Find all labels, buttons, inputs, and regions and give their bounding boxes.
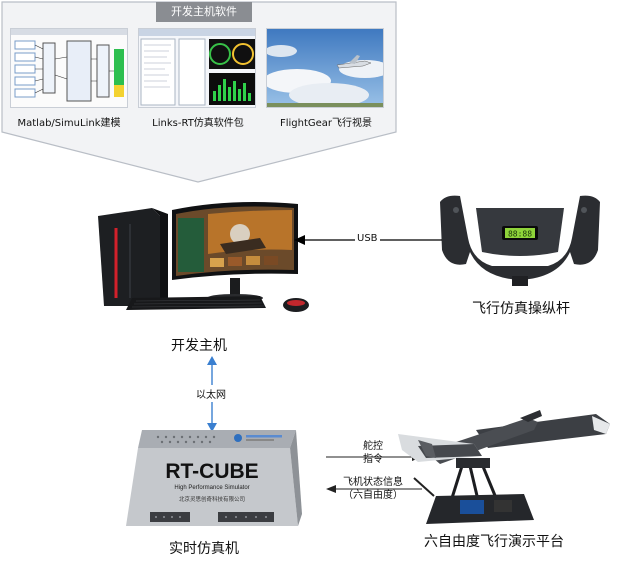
rudder-command-label: 舵控 指令: [348, 440, 398, 466]
realtime-label: 实时仿真机: [169, 541, 239, 557]
rt-cube-company-text: 北京灵思创奇科技有限公司: [179, 495, 245, 503]
aircraft-state-arrow: [326, 485, 422, 493]
aircraft-state-label: 飞机状态信息 （六自由度）: [333, 476, 413, 502]
rt-cube-model-text: RT-CUBE: [165, 460, 258, 483]
ethernet-label: 以太网: [196, 385, 226, 402]
joystick-label: 飞行仿真操纵杆: [472, 301, 570, 317]
links-rt-screenshot: [138, 28, 256, 108]
six-dof-platform-illustration: [396, 400, 618, 530]
platform-label: 六自由度飞行演示平台: [424, 534, 564, 550]
development-host-illustration: [90, 188, 320, 318]
flightgear-label: FlightGear飞行视景: [279, 118, 373, 129]
flight-joystick-illustration: 88:88: [432, 188, 608, 288]
host-label: 开发主机: [171, 338, 227, 354]
aircraft-state-line2: （六自由度）: [343, 490, 403, 501]
joystick-display-text: 88:88: [508, 230, 532, 239]
simulink-screenshot: [10, 28, 128, 108]
aircraft-state-line1: 飞机状态信息: [343, 477, 403, 488]
rudder-command-line1: 舵控: [363, 441, 383, 452]
rt-cube-subtitle-text: High Performance Simulator: [174, 485, 249, 491]
flightgear-screenshot: [266, 28, 384, 108]
simulink-label: Matlab/SimuLink建模: [17, 118, 121, 129]
rudder-command-line2: 指令: [363, 454, 383, 465]
rt-cube-illustration: RT-CUBE High Performance Simulator 北京灵思创…: [120, 428, 304, 538]
software-panel-title: 开发主机软件: [156, 2, 252, 22]
links-rt-label: Links-RT仿真软件包: [152, 118, 244, 129]
usb-label: USB: [355, 233, 380, 244]
